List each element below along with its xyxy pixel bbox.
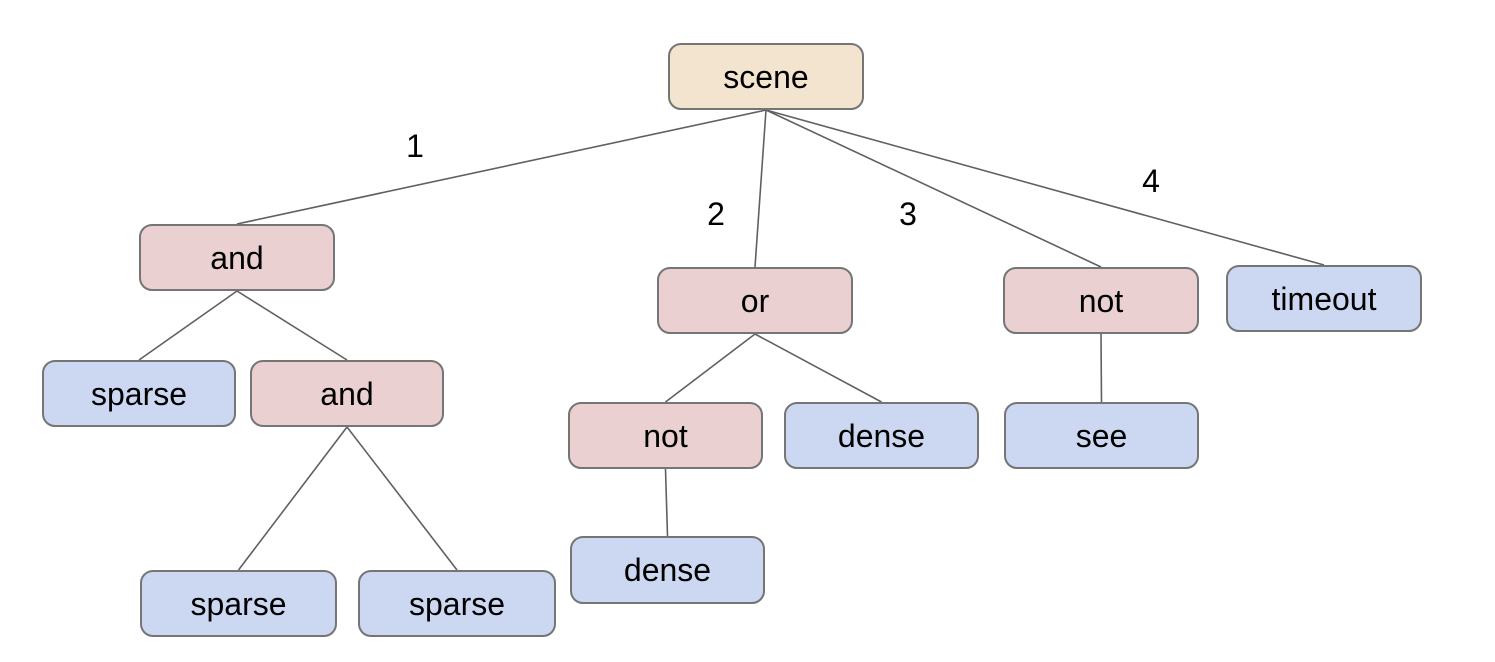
edge-label-4: 4 [1142,163,1160,199]
edge-label-2: 2 [707,196,725,232]
node-label: dense [623,552,712,588]
node-label: dense [837,417,926,454]
edge-label-1: 1 [406,128,424,164]
edge-not-2-to-dense-2 [664,468,669,537]
node-label: scene [723,58,809,95]
edge-or-1-to-dense-1 [754,333,882,403]
node-not-2: not [568,402,763,469]
node-label: see [1075,417,1128,454]
node-label: not [643,417,688,454]
node-or-1: or [657,267,853,334]
node-timeout-1: timeout [1226,265,1422,332]
node-scene: scene [668,43,864,110]
node-and-2: and [250,360,444,427]
node-not-1: not [1003,267,1199,334]
node-sparse-3: sparse [358,570,556,637]
edge-scene-to-and-1 [236,109,767,225]
node-label: sparse [90,375,188,412]
edge-and-2-to-sparse-2 [237,426,348,571]
node-dense-2: dense [570,536,765,604]
node-label: not [1078,282,1124,319]
edge-and-2-to-sparse-3 [346,426,458,571]
node-sparse-2: sparse [140,570,337,637]
edge-and-1-to-sparse-1 [138,290,238,361]
node-label: sparse [408,585,506,622]
node-see-1: see [1004,402,1199,469]
edge-scene-to-timeout-1 [765,109,1325,266]
node-label: and [210,239,264,276]
node-label: and [320,375,374,412]
node-label: sparse [190,585,287,622]
node-and-1: and [139,224,335,291]
edge-or-1-to-not-2 [665,333,756,403]
edge-not-1-to-see-1 [1100,333,1103,403]
edge-label-3: 3 [899,196,917,232]
node-label: or [740,282,770,319]
edge-and-1-to-and-2 [236,290,348,361]
edge-scene-to-or-1 [754,109,767,268]
node-sparse-1: sparse [42,360,236,427]
node-dense-1: dense [784,402,979,469]
edge-scene-to-not-1 [765,109,1102,268]
node-label: timeout [1271,280,1377,317]
